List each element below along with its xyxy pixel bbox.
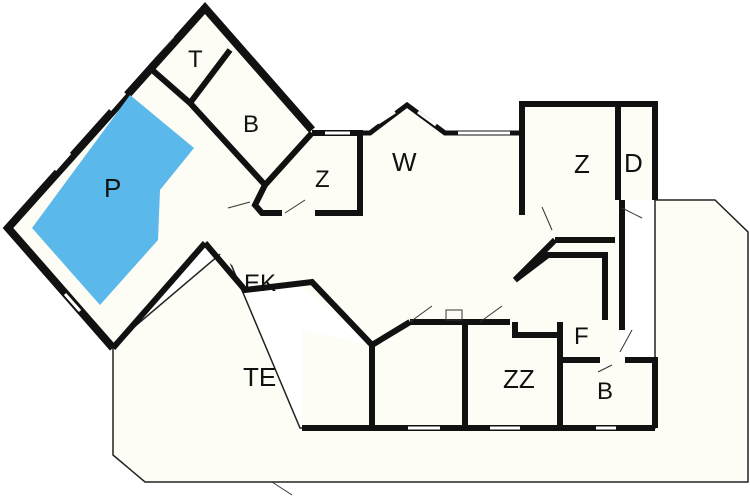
pool-room-wall [2, 1, 316, 351]
right-bedroom-walls [512, 101, 658, 330]
room-label-pool: P [104, 173, 121, 203]
room-label-bedroom-double: ZZ [503, 364, 535, 394]
room-label-bath-bottom: B [597, 378, 613, 405]
pool-windows [53, 37, 180, 320]
door-swings [227, 199, 643, 496]
sink-icon [445, 309, 463, 321]
pool-room-inner-wall [110, 241, 208, 350]
room-label-kitchen: EK [244, 270, 276, 297]
room-label-toilet: T [188, 46, 203, 73]
room-label-bath-top: B [243, 111, 259, 138]
pool-basin [32, 95, 194, 305]
room-label-terrace: TE [243, 362, 276, 392]
room-label-living: W [392, 147, 417, 177]
room-label-bedroom-right: Z [574, 149, 590, 179]
room-label-entrance: F [574, 323, 589, 350]
toilet-bath-walls [147, 5, 315, 188]
living-windows [325, 110, 510, 135]
kitchen-wall [202, 241, 375, 348]
room-label-bedroom-small: Z [315, 166, 330, 193]
terrace-area [112, 199, 749, 483]
room-label-shower: D [624, 148, 643, 178]
